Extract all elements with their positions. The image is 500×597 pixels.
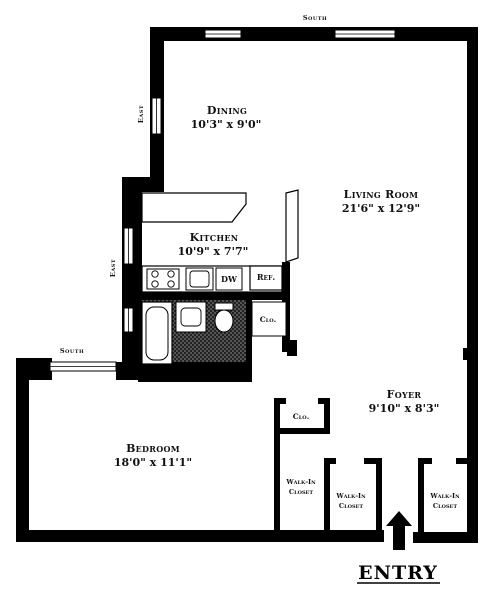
kitchen-windows — [123, 227, 134, 333]
dining-name: Dining — [207, 104, 247, 117]
walkin-1-line2: Closet — [289, 488, 313, 496]
top-windows — [204, 29, 396, 39]
east-lower-label: East — [109, 259, 117, 277]
walkin-2-line1: Walk-In — [335, 492, 366, 500]
kitchen-dim: 10'9" x 7'7" — [178, 245, 249, 258]
foyer-closets — [274, 398, 470, 532]
foyer-dim: 9'10" x 8'3" — [369, 402, 440, 415]
kitchen-closet — [251, 301, 287, 337]
foyer-clo-label: Clo. — [293, 412, 309, 421]
bath-right-wall — [246, 300, 252, 382]
bedroom-window — [49, 361, 117, 372]
living-name: Living Room — [344, 188, 419, 201]
partition-column — [285, 189, 299, 263]
east-upper-label: East — [137, 105, 145, 123]
kitchen-counter — [141, 192, 247, 223]
walkin-2-line2: Closet — [339, 502, 363, 510]
south-top-label: South — [303, 14, 327, 22]
kitchen-name: Kitchen — [190, 231, 239, 244]
living-column — [463, 348, 471, 360]
dining-window — [151, 97, 162, 135]
room-labels: Dining 10'3" x 9'0" Living Room 21'6" x … — [114, 104, 440, 469]
entry-arrow-icon — [386, 511, 412, 550]
kitchen-clo-label: Clo. — [260, 315, 276, 324]
fixture-labels: DW Ref. Clo. Clo. Walk-In Closet Walk-In… — [221, 272, 460, 510]
bedroom-name: Bedroom — [126, 442, 180, 455]
walkin-3-line2: Closet — [433, 502, 457, 510]
entry-label: ENTRY — [358, 562, 438, 584]
living-dim: 21'6" x 12'9" — [342, 202, 420, 215]
compass-labels: South East East South — [60, 14, 327, 355]
dw-label: DW — [221, 274, 238, 284]
south-left-label: South — [60, 347, 84, 355]
kitchen-bath-wall — [142, 292, 288, 300]
walkin-1-line1: Walk-In — [285, 478, 316, 486]
dining-dim: 10'3" x 9'0" — [191, 118, 262, 131]
ref-label: Ref. — [257, 272, 275, 282]
kitchen-appliances — [141, 265, 283, 293]
walkin-3-line1: Walk-In — [429, 492, 460, 500]
bathroom — [141, 300, 246, 365]
bedroom-dim: 18'0" x 11'1" — [114, 456, 192, 469]
foyer-name: Foyer — [387, 388, 422, 401]
clo-post — [287, 340, 297, 356]
